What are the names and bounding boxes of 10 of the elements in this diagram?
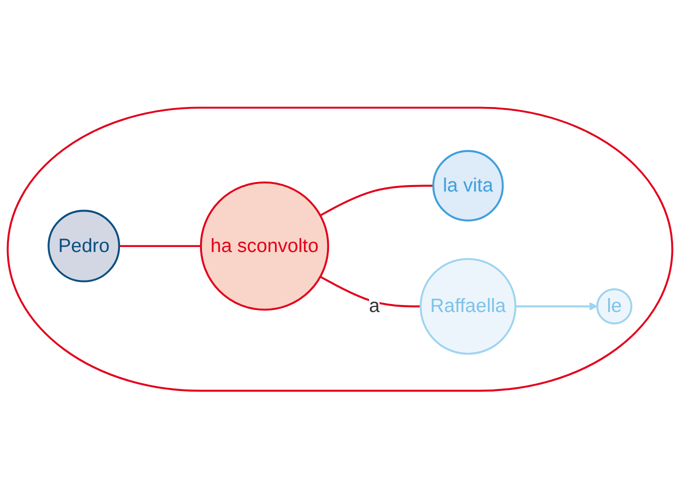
node-circle: le — [596, 288, 632, 325]
connector — [320, 276, 421, 308]
connector — [320, 185, 434, 217]
arrow — [515, 302, 598, 311]
node-circle: ha sconvolto — [200, 182, 330, 311]
node-circle: Pedro — [48, 210, 120, 283]
edge-label: a — [369, 296, 380, 318]
connector — [119, 245, 201, 248]
node-circle: la vita — [432, 150, 504, 222]
node-circle: Raffaella — [420, 258, 516, 356]
